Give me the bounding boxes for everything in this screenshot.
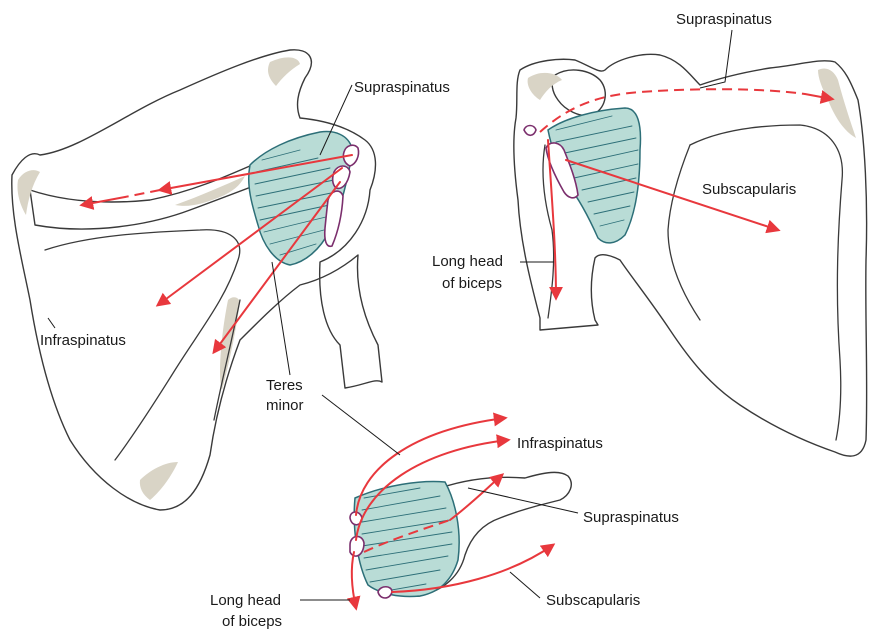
anterior-label-biceps-line1: Long head [432, 253, 503, 270]
posterior-scapula-bone [12, 50, 382, 510]
superior-arrow-biceps [352, 552, 356, 608]
superior-tendon-bottom [378, 587, 392, 598]
superior-label-biceps-line1: Long head [210, 592, 281, 609]
anterior-tendon-top [524, 126, 536, 136]
posterior-label-infraspinatus: Infraspinatus [40, 332, 126, 349]
posterior-label-supraspinatus: Supraspinatus [354, 79, 450, 96]
anterior-view: Supraspinatus Subscapularis Long head of… [432, 11, 867, 456]
superior-leader-teres-minor [322, 395, 400, 455]
anterior-label-biceps-line2: of biceps [442, 275, 502, 292]
posterior-label-teres-minor-line2: minor [266, 397, 304, 414]
superior-label-subscapularis: Subscapularis [546, 592, 640, 609]
posterior-label-teres-minor-line1: Teres [266, 377, 303, 394]
superior-label-biceps-line2: of biceps [222, 613, 282, 630]
anterior-scapula-bone [514, 54, 867, 456]
superior-label-supraspinatus: Supraspinatus [583, 509, 679, 526]
posterior-view: Supraspinatus Infraspinatus Teres minor [12, 50, 450, 510]
anterior-label-supraspinatus: Supraspinatus [676, 11, 772, 28]
superior-view: Infraspinatus Supraspinatus Subscapulari… [210, 395, 679, 630]
superior-leader-subscapularis [510, 572, 540, 598]
superior-label-infraspinatus: Infraspinatus [517, 435, 603, 452]
anterior-label-subscapularis: Subscapularis [702, 181, 796, 198]
